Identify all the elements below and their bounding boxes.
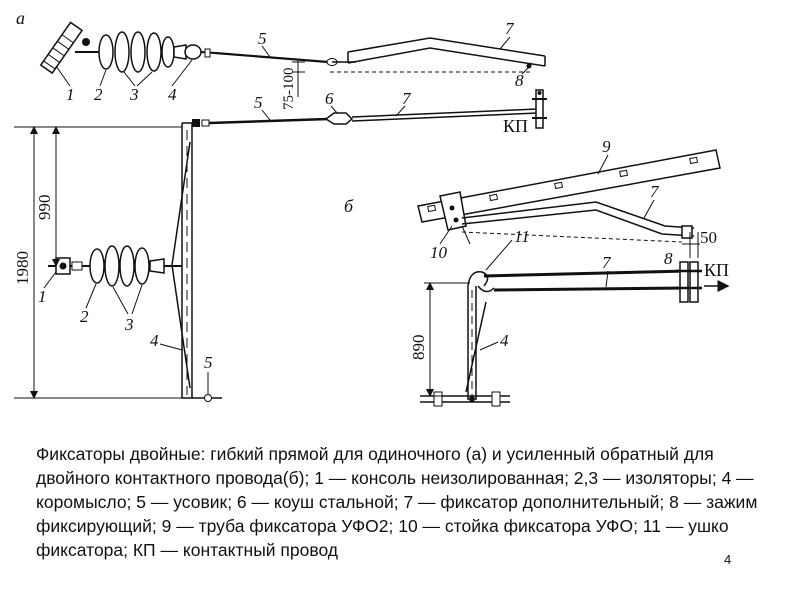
label-4-main: 4	[150, 331, 159, 350]
label-3-side: 3	[124, 315, 134, 334]
label-7-main: 7	[402, 89, 412, 108]
dim-50: 50	[700, 228, 717, 247]
fixator-7-top	[347, 37, 546, 67]
dim-990: 990	[35, 195, 54, 221]
thimble-6	[324, 112, 354, 125]
kp-label-b: КП	[704, 260, 729, 280]
wire-5-top	[214, 51, 329, 64]
dim-75-100: 75-100	[281, 68, 297, 111]
label-1-top: 1	[66, 85, 75, 104]
label-1-side: 1	[38, 287, 47, 306]
panel-b-label: б	[344, 196, 354, 216]
label-5-main: 5	[254, 93, 263, 112]
insulator-side	[48, 245, 182, 287]
label-9: 9	[602, 137, 611, 156]
label-5-bottom: 5	[204, 353, 213, 372]
page-number: 4	[724, 552, 732, 567]
label-8-top: 8	[515, 71, 524, 90]
fixator-7-b	[461, 201, 695, 239]
tube-9	[417, 149, 721, 223]
label-2-side: 2	[80, 307, 89, 326]
rocker-4-b	[420, 271, 510, 407]
wire-7-b-lower	[493, 286, 689, 292]
clamp-8-b	[676, 261, 702, 303]
wire-7-b-upper	[483, 269, 689, 278]
fixator-diagram: а 75-100	[13, 8, 730, 407]
figure-caption: Фиксаторы двойные: гибкий прямой для оди…	[36, 444, 758, 560]
label-4-b: 4	[500, 331, 509, 350]
fixator-7-main	[351, 108, 539, 122]
dimension-890	[424, 282, 470, 397]
contact-wire-clamp-a	[532, 89, 547, 129]
insulator-top	[98, 31, 216, 73]
wire-5-main	[208, 117, 329, 125]
dim-1980: 1980	[13, 251, 32, 285]
label-10: 10	[430, 243, 448, 262]
label-4-top: 4	[168, 85, 177, 104]
dimension-1980-990	[14, 126, 182, 399]
label-7-b: 7	[650, 182, 660, 201]
label-7-top: 7	[505, 19, 515, 38]
label-8-b: 8	[664, 249, 673, 268]
dim-890: 890	[409, 335, 428, 361]
label-2-top: 2	[94, 85, 103, 104]
label-5-top: 5	[258, 29, 267, 48]
rocker-4	[171, 122, 193, 399]
panel-a-label: а	[16, 8, 25, 28]
label-3-top: 3	[129, 85, 139, 104]
kp-label-a: КП	[503, 116, 528, 136]
stand-10	[439, 191, 467, 231]
label-6: 6	[325, 89, 334, 108]
console-detail-top	[39, 21, 100, 75]
label-11: 11	[514, 227, 530, 246]
label-7-b-wire: 7	[602, 253, 612, 272]
